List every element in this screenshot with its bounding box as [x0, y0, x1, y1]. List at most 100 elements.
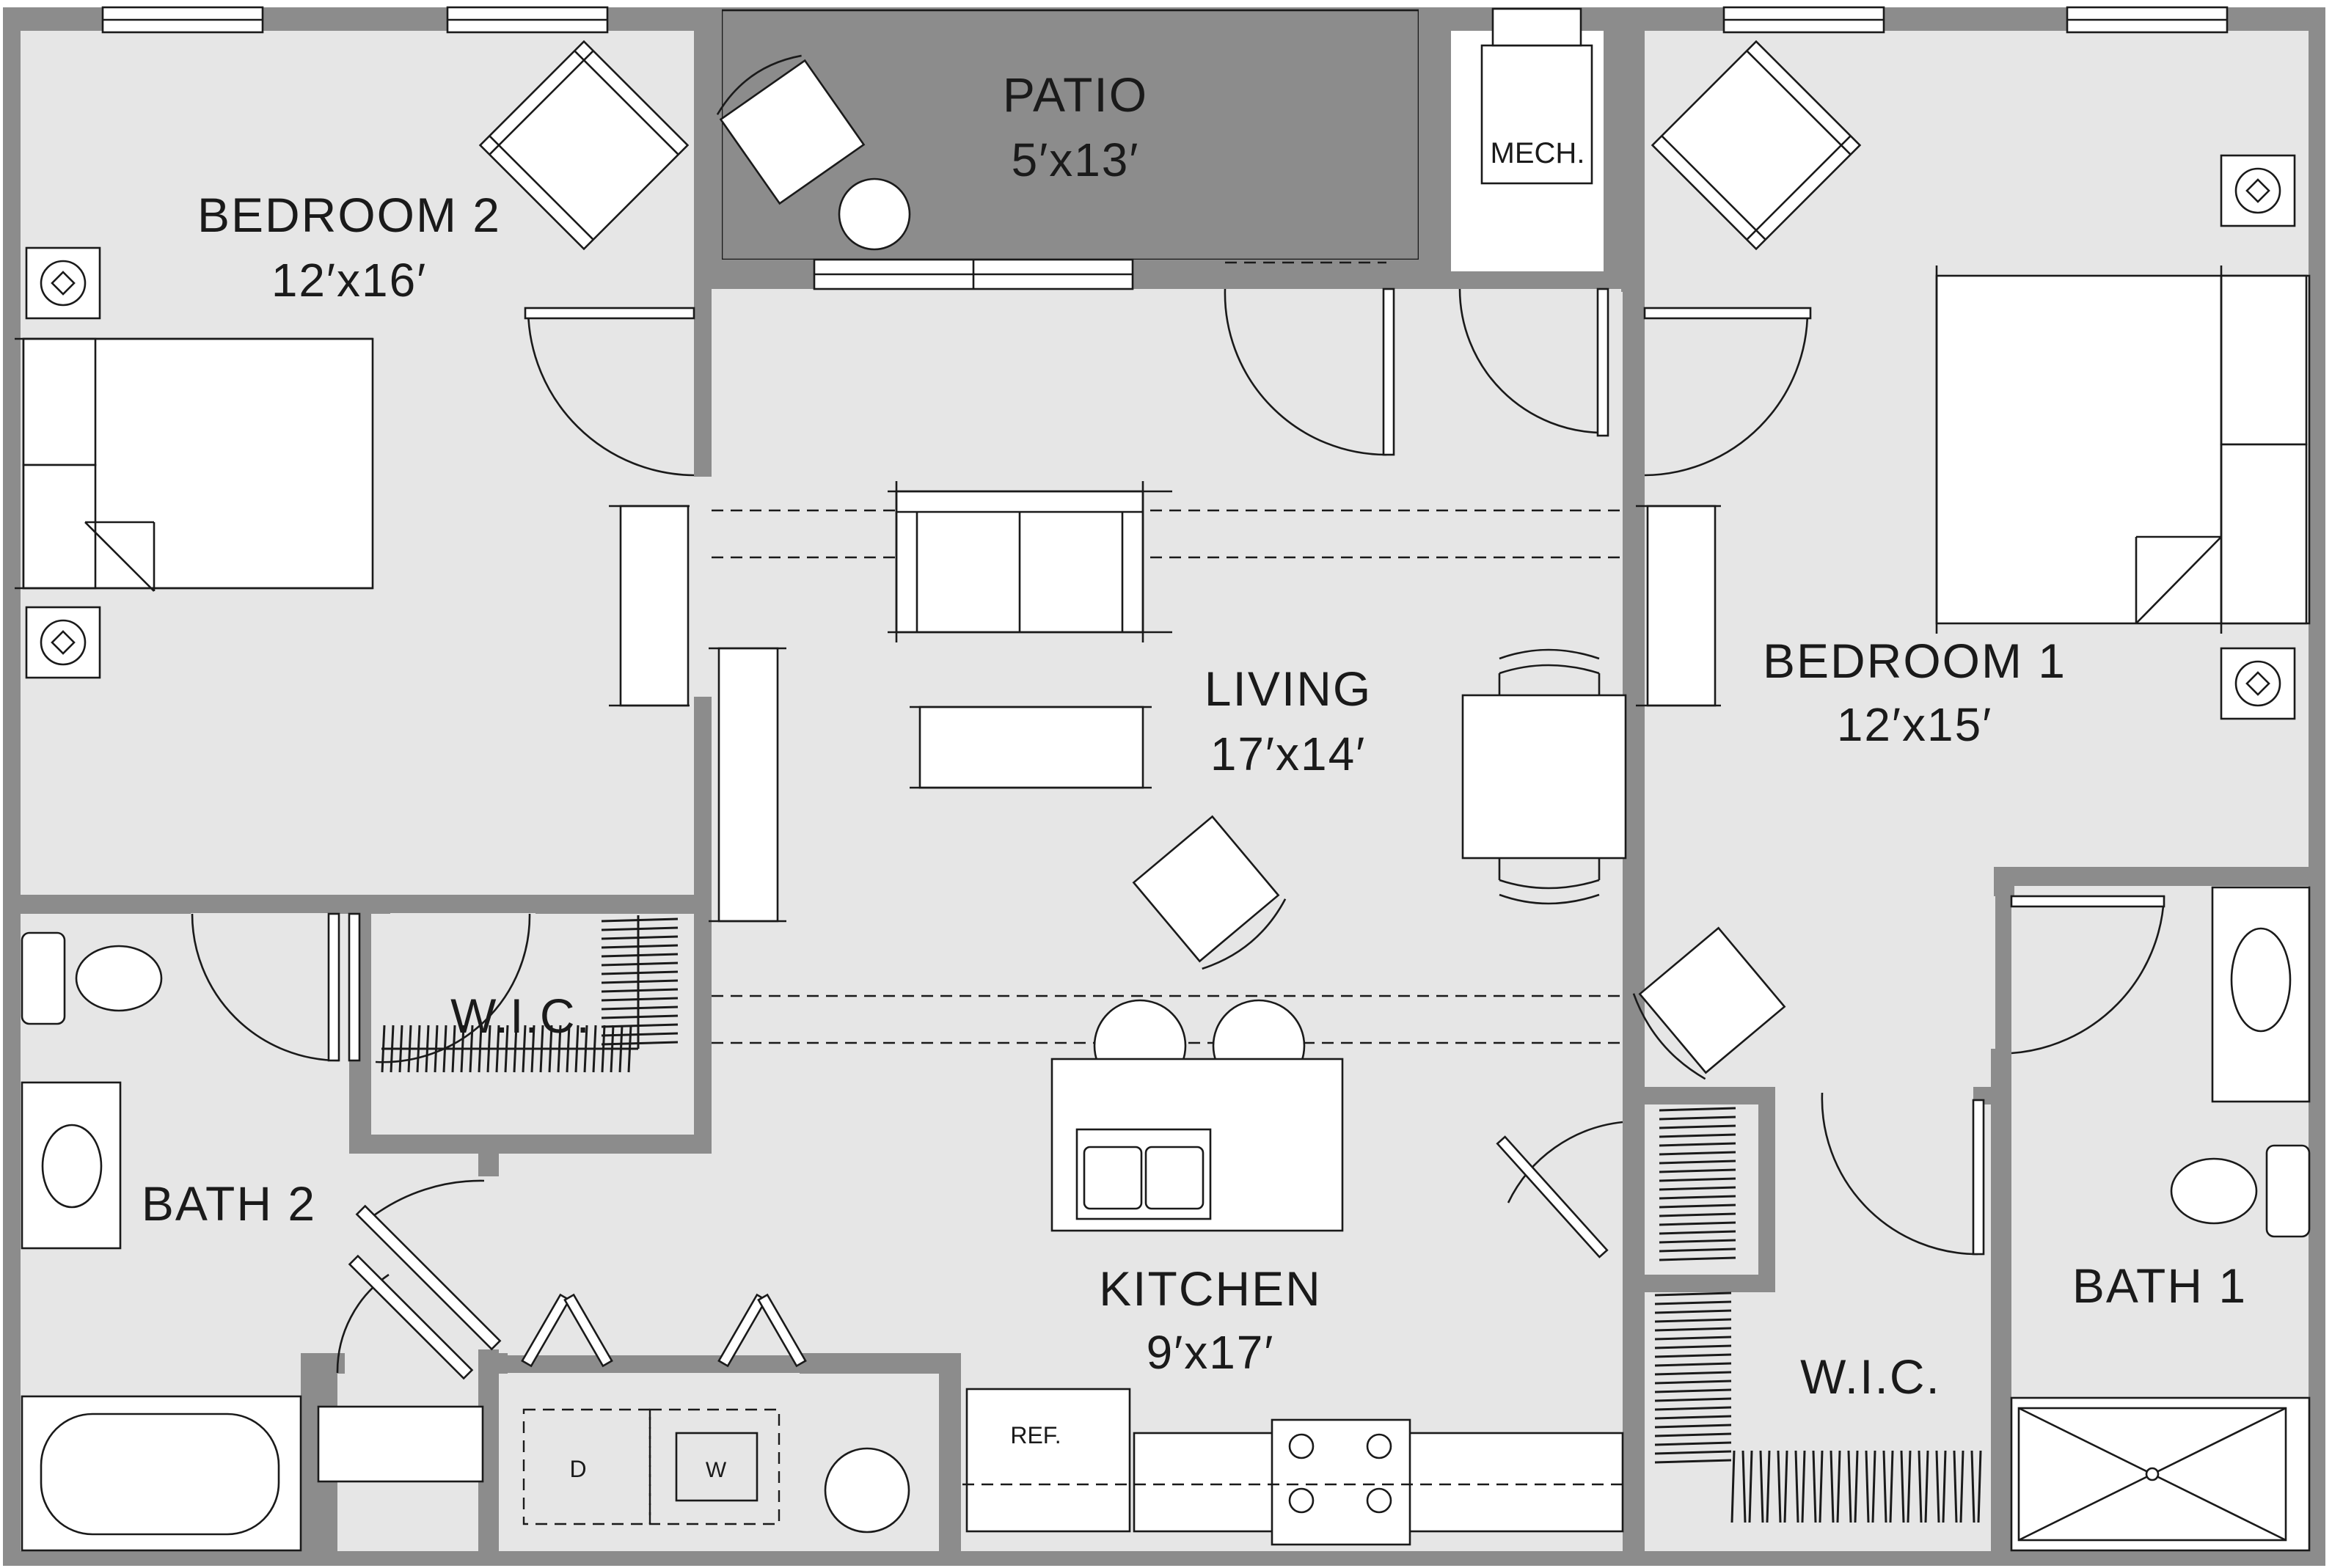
wic-right: W.I.C. [1654, 1092, 1985, 1523]
hanger-tick [1942, 1450, 1947, 1523]
door-bedroom-2 [527, 310, 695, 477]
hanger-tick [1801, 1450, 1806, 1523]
hanger-tick [504, 1025, 509, 1073]
hanger-tick [618, 1025, 624, 1073]
hanger-tick [1766, 1450, 1771, 1523]
hanger-tick [1836, 1450, 1841, 1523]
hanger-tick [592, 1025, 597, 1073]
hanger-tick [1654, 1380, 1732, 1385]
hanger-tick [1953, 1450, 1958, 1523]
nightstand-bedroom-1-bottom [2220, 647, 2296, 720]
hanger-tick [1847, 1450, 1852, 1523]
dining-table [1461, 648, 1627, 905]
hanger-tick [1659, 1204, 1736, 1209]
hanger-tick [1748, 1450, 1753, 1523]
hanger-tick [1783, 1450, 1788, 1523]
room-dim-bedroom-1: 12′x15′ [1837, 698, 1992, 751]
hanger-tick [1819, 1450, 1824, 1523]
mech-unit [1480, 44, 1593, 185]
hanger-tick [1659, 1115, 1736, 1121]
room-name-bath-2: BATH 2 [142, 1176, 316, 1231]
laundry: D W [522, 1408, 910, 1534]
floor-wic-right-hall [1775, 1087, 1991, 1307]
wall-bed2-right [694, 279, 712, 477]
room-dim-living: 17′x14′ [1210, 728, 1366, 780]
hanger-tick [1659, 1186, 1736, 1191]
hanger-tick [1659, 1212, 1736, 1217]
mech-unit-top [1491, 7, 1582, 47]
room-name-mech: MECH. [1491, 137, 1585, 169]
room-name-bedroom-2: BEDROOM 2 [197, 188, 501, 242]
hanger-tick [1907, 1450, 1912, 1523]
hanger-tick [1659, 1142, 1736, 1147]
hanger-tick [1659, 1124, 1736, 1129]
sink-bath-2 [21, 1081, 122, 1250]
room-name-bath-1: BATH 1 [2072, 1259, 2247, 1313]
hanger-tick [1659, 1195, 1736, 1200]
hanger-tick [434, 1025, 439, 1073]
hanger-tick [1659, 1107, 1736, 1112]
wic-left-hangers-v [601, 917, 679, 1046]
hanger-tick [390, 1025, 395, 1073]
door-bedroom-1 [1644, 310, 1809, 477]
water-heater [824, 1447, 910, 1534]
patio-table [838, 177, 911, 251]
dresser-bedroom-1 [1646, 505, 1717, 707]
hanger-tick [1654, 1318, 1732, 1323]
hanger-tick [1654, 1371, 1732, 1376]
wall-wic-right-inner [1758, 1087, 1775, 1292]
tv-console [717, 647, 779, 923]
hanger-tick [1659, 1239, 1736, 1244]
hanger-tick [601, 917, 679, 923]
hanger-tick [1659, 1168, 1736, 1173]
coffee-table [918, 706, 1144, 789]
hanger-tick [1812, 1450, 1817, 1523]
nightstand-bedroom-2-top [25, 246, 101, 320]
hanger-tick [601, 970, 679, 975]
hanger-tick [1654, 1397, 1732, 1402]
bed-bedroom-1 [1935, 265, 2311, 634]
patio-wall-left [694, 7, 722, 289]
hanger-tick [425, 1025, 430, 1073]
hanger-tick [1654, 1450, 1732, 1455]
hanger-tick [416, 1025, 421, 1073]
hanger-tick [601, 1041, 679, 1046]
hanger-tick [1654, 1459, 1732, 1464]
hanger-tick [407, 1025, 412, 1073]
hanger-tick [601, 961, 679, 967]
hanger-tick [539, 1025, 544, 1073]
door-pantry [1507, 1121, 1623, 1204]
hanger-tick [478, 1025, 483, 1073]
bedroom-2: BEDROOM 2 12′x16′ [15, 40, 695, 707]
patio-doors [1224, 261, 1609, 456]
wall-laundry-top [478, 1353, 508, 1374]
wall-mech-right [1604, 7, 1645, 289]
hanger-tick [1918, 1450, 1923, 1523]
wall-laundry-top-right [800, 1353, 961, 1374]
wic-right-hangers [1654, 1107, 1982, 1523]
windows [101, 6, 2229, 290]
room-name-wic-left: W.I.C. [450, 989, 591, 1043]
hanger-tick [1900, 1450, 1905, 1523]
hanger-tick [1654, 1406, 1732, 1411]
room-dim-bedroom-2: 12′x16′ [271, 254, 427, 307]
wall-bath1-left [1991, 1049, 2011, 1551]
toilet-bath-2 [21, 931, 163, 1025]
hanger-tick [1794, 1450, 1799, 1523]
wall-bath2-door [478, 1144, 499, 1176]
hanger-tick [1654, 1336, 1732, 1341]
hanger-tick [557, 1025, 562, 1073]
shower-bath-1 [2010, 1396, 2311, 1552]
hanger-tick [530, 1025, 536, 1073]
hanger-tick [1659, 1133, 1736, 1138]
wall-wic-right-divider [1623, 1087, 1645, 1551]
hanger-tick [1970, 1450, 1975, 1523]
hanger-tick [513, 1025, 518, 1073]
hanger-tick [1654, 1362, 1732, 1367]
hanger-tick [442, 1025, 447, 1073]
hanger-tick [460, 1025, 465, 1073]
laundry-doors [521, 1293, 807, 1368]
wall-mech-left [1432, 7, 1451, 289]
kitchen: D W REF. KITCHEN 9′x17′ [521, 999, 1624, 1546]
floor-wic-right [1645, 1292, 1991, 1551]
